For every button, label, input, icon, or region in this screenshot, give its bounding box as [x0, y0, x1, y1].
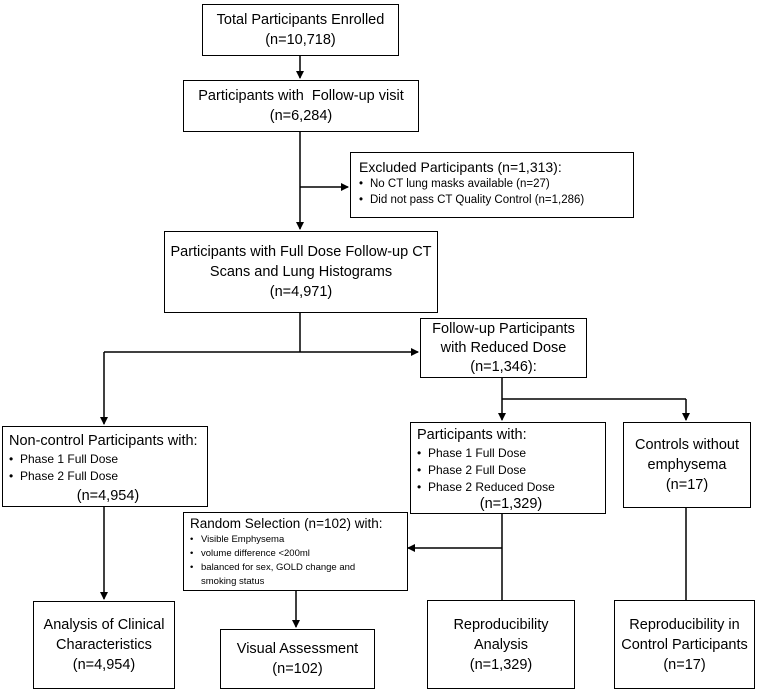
reduced-count: (n=1,346): — [470, 358, 537, 375]
box-participants-with: Participants with: Phase 1 Full Dose Pha… — [410, 422, 606, 514]
repro-line1: Reproducibility — [453, 616, 549, 633]
repro-count: (n=1,329) — [469, 656, 533, 673]
controls-line2: emphysema — [647, 457, 727, 473]
pwith-item: Phase 2 Full Dose — [417, 462, 605, 479]
visual-line1: Visual Assessment — [236, 641, 359, 657]
reprocontrol-line1: Reproducibility in — [629, 616, 740, 633]
noncontrol-title: Non-control Participants with: — [9, 433, 198, 449]
random-item: Visible Emphysema — [190, 533, 407, 547]
box-reprocontrol: Reproducibility in Control Participants … — [614, 600, 755, 689]
noncontrol-item: Phase 2 Full Dose — [9, 468, 207, 485]
controls-count: (n=17) — [665, 477, 709, 493]
clinical-line1: Analysis of Clinical — [43, 617, 165, 633]
box-enrolled: Total Participants Enrolled (n=10,718) — [202, 4, 399, 56]
noncontrol-list: Phase 1 Full Dose Phase 2 Full Dose — [9, 451, 207, 485]
pwith-item: Phase 1 Full Dose — [417, 445, 605, 462]
excluded-title: Excluded Participants (n=1,313): — [359, 159, 562, 175]
excluded-item: Did not pass CT Quality Control (n=1,286… — [359, 192, 633, 208]
followup-title: Participants with Follow-up visit — [198, 88, 404, 104]
repro-line2: Analysis — [474, 636, 528, 653]
pwith-item: Phase 2 Reduced Dose — [417, 479, 605, 496]
clinical-line2: Characteristics — [56, 637, 152, 653]
box-clinical: Analysis of Clinical Characteristics (n=… — [33, 601, 175, 689]
random-item: balanced for sex, GOLD change and smokin… — [190, 561, 376, 589]
box-visual: Visual Assessment (n=102) — [220, 629, 375, 689]
repro-text: Reproducibility Analysis (n=1,329) — [427, 600, 575, 689]
fulldose-count: (n=4,971) — [269, 284, 333, 300]
reprocontrol-line2: Control Participants — [621, 636, 748, 653]
fulldose-line2: Scans and Lung Histograms — [209, 264, 393, 280]
box-reduced: Follow-up Participants with Reduced Dose… — [420, 318, 587, 378]
enrolled-title: Total Participants Enrolled — [216, 12, 385, 28]
box-controls: Controls without emphysema (n=17) — [623, 422, 751, 508]
box-excluded: Excluded Participants (n=1,313): No CT l… — [350, 152, 634, 218]
followup-count: (n=6,284) — [269, 108, 333, 124]
excluded-list: No CT lung masks available (n=27) Did no… — [359, 176, 633, 208]
box-followup: Participants with Follow-up visit (n=6,2… — [183, 80, 419, 132]
fulldose-line1: Participants with Full Dose Follow-up CT — [170, 244, 432, 260]
box-fulldose: Participants with Full Dose Follow-up CT… — [164, 231, 438, 313]
clinical-count: (n=4,954) — [72, 657, 136, 673]
controls-line1: Controls without — [635, 437, 739, 453]
reduced-line2: with Reduced Dose — [440, 339, 567, 356]
pwith-count: (n=1,329) — [479, 496, 543, 512]
random-list: Visible Emphysema volume difference <200… — [190, 533, 407, 589]
box-random-selection: Random Selection (n=102) with: Visible E… — [183, 512, 408, 591]
enrolled-count: (n=10,718) — [265, 32, 336, 48]
random-title: Random Selection (n=102) with: — [190, 516, 383, 531]
excluded-item: No CT lung masks available (n=27) — [359, 176, 633, 192]
visual-count: (n=102) — [272, 661, 323, 677]
pwith-title: Participants with: — [417, 427, 527, 443]
noncontrol-item: Phase 1 Full Dose — [9, 451, 207, 468]
random-item: volume difference <200ml — [190, 547, 407, 561]
box-noncontrol: Non-control Participants with: Phase 1 F… — [2, 426, 208, 507]
pwith-list: Phase 1 Full Dose Phase 2 Full Dose Phas… — [417, 445, 605, 496]
noncontrol-count: (n=4,954) — [76, 488, 140, 504]
reprocontrol-count: (n=17) — [663, 656, 706, 673]
reduced-line1: Follow-up Participants — [432, 320, 575, 337]
